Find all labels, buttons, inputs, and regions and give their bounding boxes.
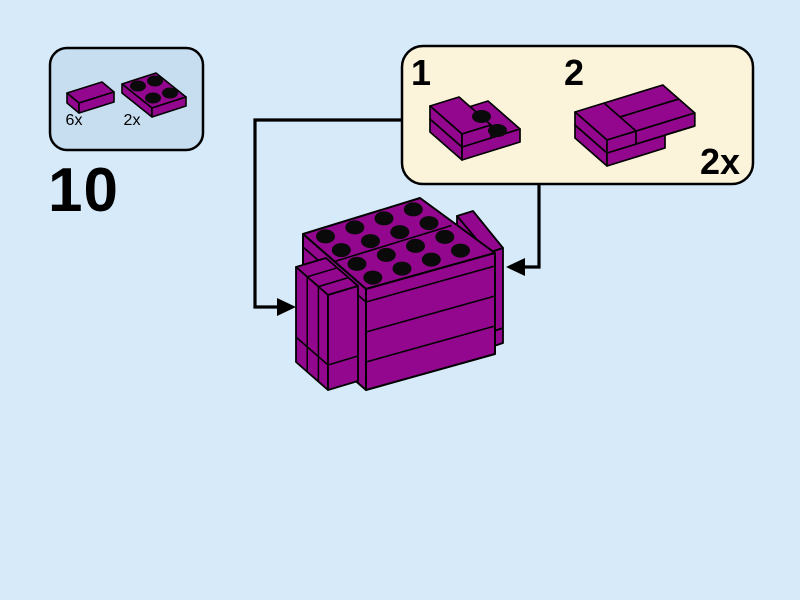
callout-quantity: 2x <box>699 141 740 182</box>
substep-1-number: 1 <box>411 52 432 93</box>
substep-1-assembly <box>429 96 521 161</box>
part-quantity-tile: 6x <box>65 112 83 129</box>
parts-panel-box <box>48 46 205 152</box>
callout-box <box>400 44 755 186</box>
parts-panel-outline <box>48 46 205 152</box>
part-quantity-plate: 2x <box>123 112 141 129</box>
callout-arrow-bottom <box>506 184 541 276</box>
arrowhead-right-icon <box>277 298 296 316</box>
substep-2-assembly <box>574 84 696 167</box>
model-body <box>302 197 496 391</box>
arrowhead-left-icon <box>506 258 525 276</box>
callout-arrow-left <box>253 118 402 316</box>
plate-2x2-thumbnail <box>121 72 187 118</box>
substep-2-number: 2 <box>564 52 585 93</box>
main-model <box>295 197 504 391</box>
plate-studs <box>130 75 178 104</box>
model-studs <box>316 202 470 285</box>
left-arm-slab <box>295 257 359 391</box>
step-number: 10 <box>48 156 119 225</box>
tile-1x2-thumbnail <box>66 81 115 114</box>
substep-1-studs <box>472 110 507 137</box>
